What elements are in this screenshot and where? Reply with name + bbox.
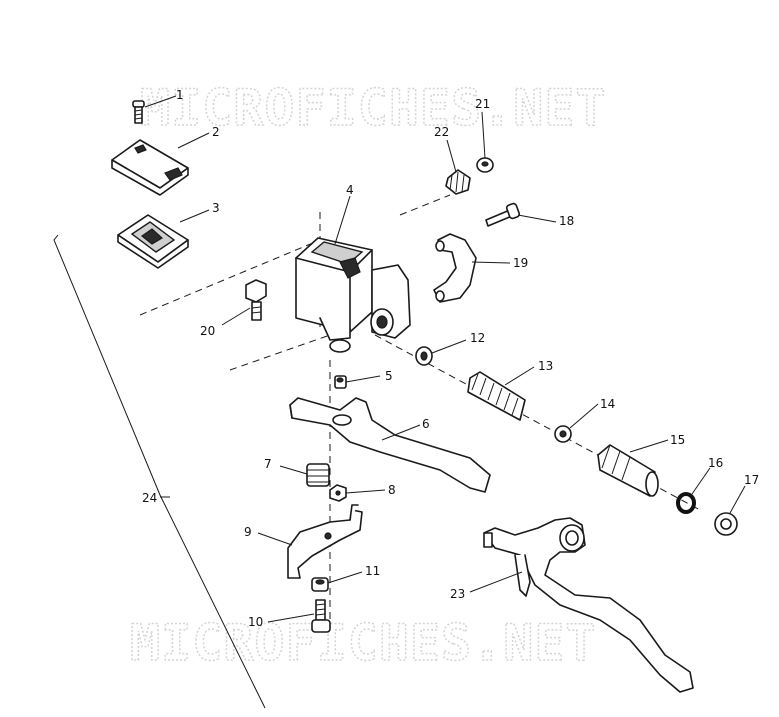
part-5-nut <box>334 375 347 389</box>
leader-18 <box>517 214 557 223</box>
callout-9: 9 <box>244 525 252 539</box>
axis-left <box>229 334 331 371</box>
callout-1: 1 <box>176 88 184 102</box>
callout-11: 11 <box>365 564 380 578</box>
leader-17 <box>729 485 746 514</box>
axis-20 <box>139 239 321 316</box>
part-15-piston <box>597 444 659 497</box>
watermark-top: MICROFICHES.NET <box>140 79 607 137</box>
leader-23 <box>469 571 523 593</box>
group-24-bracket <box>53 234 266 709</box>
part-13-spring <box>467 371 526 421</box>
part-12-washer <box>415 346 433 366</box>
part-21-cap <box>476 157 494 173</box>
part-20-bolt <box>245 279 267 321</box>
part-11-nut <box>311 577 329 592</box>
axis-22 <box>399 194 451 216</box>
callout-20: 20 <box>200 324 215 338</box>
leader-22 <box>446 139 457 173</box>
callout-12: 12 <box>470 331 485 345</box>
callout-3: 3 <box>212 201 220 215</box>
callout-14: 14 <box>600 397 615 411</box>
callout-17: 17 <box>744 473 759 487</box>
leader-16 <box>691 467 711 495</box>
leader-21 <box>481 111 486 159</box>
part-17-washer <box>714 512 738 536</box>
part-23-lever-assembly <box>483 517 694 693</box>
callout-10: 10 <box>248 615 263 629</box>
part-7-spring <box>306 463 330 487</box>
part-9-bracket <box>287 504 363 579</box>
leader-19 <box>471 261 511 264</box>
leader-5 <box>345 375 381 383</box>
leader-6 <box>381 424 421 441</box>
leader-3 <box>179 209 210 223</box>
part-3-diaphragm <box>117 214 189 269</box>
part-8-nut <box>329 484 347 502</box>
callout-15: 15 <box>670 433 685 447</box>
part-22-bleeder <box>445 169 471 195</box>
callout-6: 6 <box>422 417 430 431</box>
callout-22: 22 <box>434 125 449 139</box>
callout-7: 7 <box>264 457 272 471</box>
callout-18: 18 <box>559 214 574 228</box>
callout-23: 23 <box>450 587 465 601</box>
callout-16: 16 <box>708 456 723 470</box>
part-18-screw <box>485 202 521 227</box>
callout-8: 8 <box>388 483 396 497</box>
part-19-clamp <box>433 233 477 303</box>
leader-4 <box>334 195 351 245</box>
axis-horizontal <box>374 334 701 511</box>
part-16-oring <box>676 492 696 514</box>
part-1-screw <box>132 100 145 124</box>
leader-15 <box>629 439 669 453</box>
part-6-lever <box>289 397 491 493</box>
part-14-washer <box>554 425 572 443</box>
leader-8 <box>345 489 386 494</box>
callout-4: 4 <box>346 183 354 197</box>
leader-7 <box>279 465 308 475</box>
callout-2: 2 <box>212 125 220 139</box>
callout-5: 5 <box>385 369 393 383</box>
part-2-cover <box>111 139 189 196</box>
part-10-screw <box>311 599 331 633</box>
leader-10 <box>267 613 315 623</box>
leader-12 <box>431 339 467 354</box>
leader-9 <box>257 532 293 546</box>
callout-13: 13 <box>538 359 553 373</box>
leader-13 <box>504 366 535 386</box>
callout-24: 24 <box>142 491 157 505</box>
leader-1 <box>144 95 177 108</box>
part-4-master-cylinder <box>295 237 411 353</box>
callout-19: 19 <box>513 256 528 270</box>
leader-11 <box>327 571 363 584</box>
watermark-bottom: MICROFICHES.NET <box>130 614 597 672</box>
leader-20 <box>221 307 251 326</box>
leader-14 <box>569 403 599 429</box>
callout-21: 21 <box>475 97 490 111</box>
leader-2 <box>177 132 210 149</box>
